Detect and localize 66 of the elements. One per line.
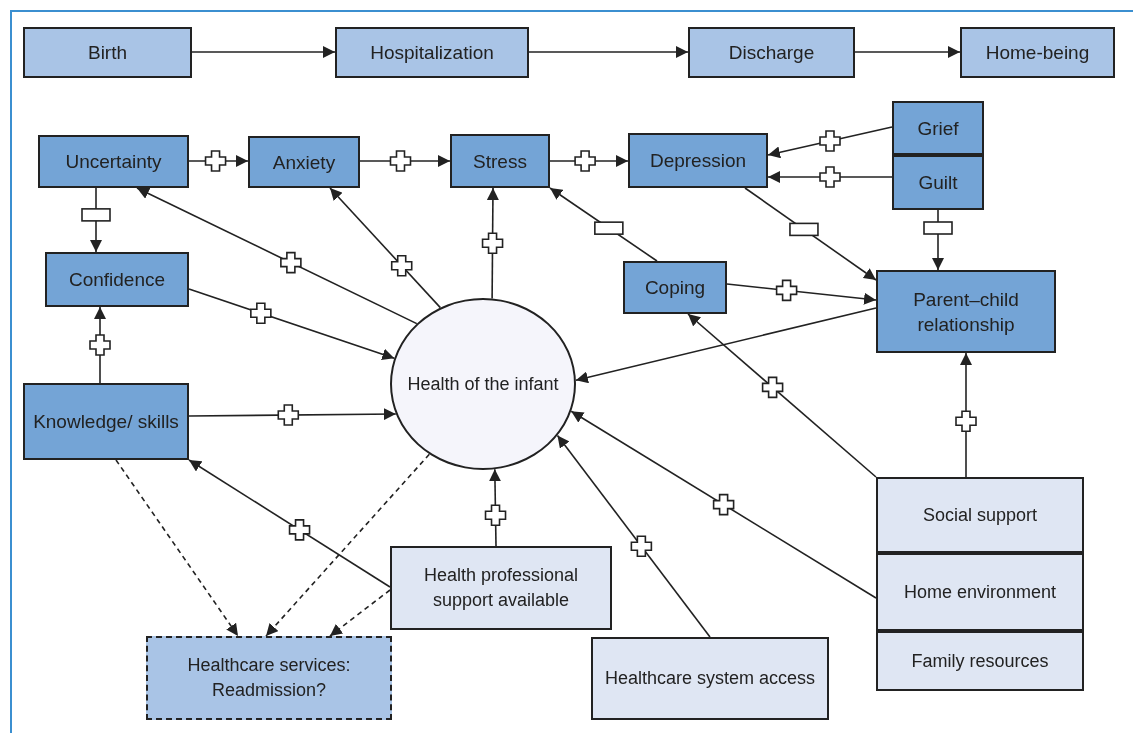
node-label: Parent–child relationship (912, 287, 1020, 337)
arrow (575, 307, 877, 384)
node-label: Home environment (903, 580, 1057, 604)
arrow (687, 313, 877, 478)
factor-box (628, 133, 768, 188)
factor-box (623, 261, 727, 314)
arrow (191, 46, 336, 58)
factor-box (248, 136, 360, 188)
node-label: Anxiety (272, 150, 336, 175)
arrow (960, 352, 972, 478)
arrow (726, 283, 877, 305)
arrow (136, 187, 418, 325)
factor-box (892, 155, 984, 210)
factor-box (45, 252, 189, 307)
resource-box (876, 553, 1084, 631)
node-label: Depression (649, 149, 747, 173)
node-label: Hospitalization (370, 41, 494, 65)
resource-box (876, 631, 1084, 691)
arrow (854, 46, 961, 58)
factor-box (450, 134, 550, 188)
node-label: Stress (473, 149, 527, 174)
factor-box (23, 383, 189, 460)
node-label: Uncertainty (65, 150, 162, 174)
node-label: Healthcare services: Readmission? (186, 654, 352, 702)
stage-box (335, 27, 529, 78)
arrow (767, 171, 893, 183)
arrow (486, 187, 499, 300)
factor-box (38, 135, 189, 188)
stage-box (688, 27, 855, 78)
node-label: Discharge (728, 41, 815, 65)
factor-box (892, 101, 984, 155)
arrow (188, 288, 396, 361)
node-label: Confidence (68, 268, 166, 292)
node-label: Family resources (911, 649, 1049, 673)
resource-box (390, 546, 612, 630)
dashed-arrow (115, 459, 239, 637)
dashed-arrow (265, 453, 431, 637)
node-label: Healthcare system access (604, 667, 816, 690)
stage-box (960, 27, 1115, 78)
node-label: Health professional support available (422, 564, 580, 612)
arrow (767, 126, 893, 159)
node-label: Guilt (918, 171, 958, 195)
arrow (528, 46, 689, 58)
arrow (359, 155, 451, 167)
node-label: Knowledge/ skills (33, 410, 179, 434)
node-label: Coping (644, 276, 706, 300)
arrow (556, 434, 711, 638)
arrow (94, 306, 106, 384)
resource-box (876, 477, 1084, 553)
node-label: Birth (87, 41, 128, 65)
arrow (188, 459, 391, 588)
resource-box (591, 637, 829, 720)
dashed-arrow (329, 589, 391, 637)
node-label: Grief (917, 116, 959, 141)
node-label: Social support (922, 503, 1038, 527)
node-label: Health of the infant (407, 372, 559, 396)
arrow (489, 468, 501, 547)
arrow (188, 408, 397, 421)
node-label: Home-being (985, 41, 1090, 65)
outcome-box (146, 636, 392, 720)
arrow (570, 410, 877, 599)
arrow (549, 155, 629, 167)
factor-box (876, 270, 1056, 353)
arrow (188, 155, 249, 167)
stage-box (23, 27, 192, 78)
arrow (329, 187, 442, 309)
